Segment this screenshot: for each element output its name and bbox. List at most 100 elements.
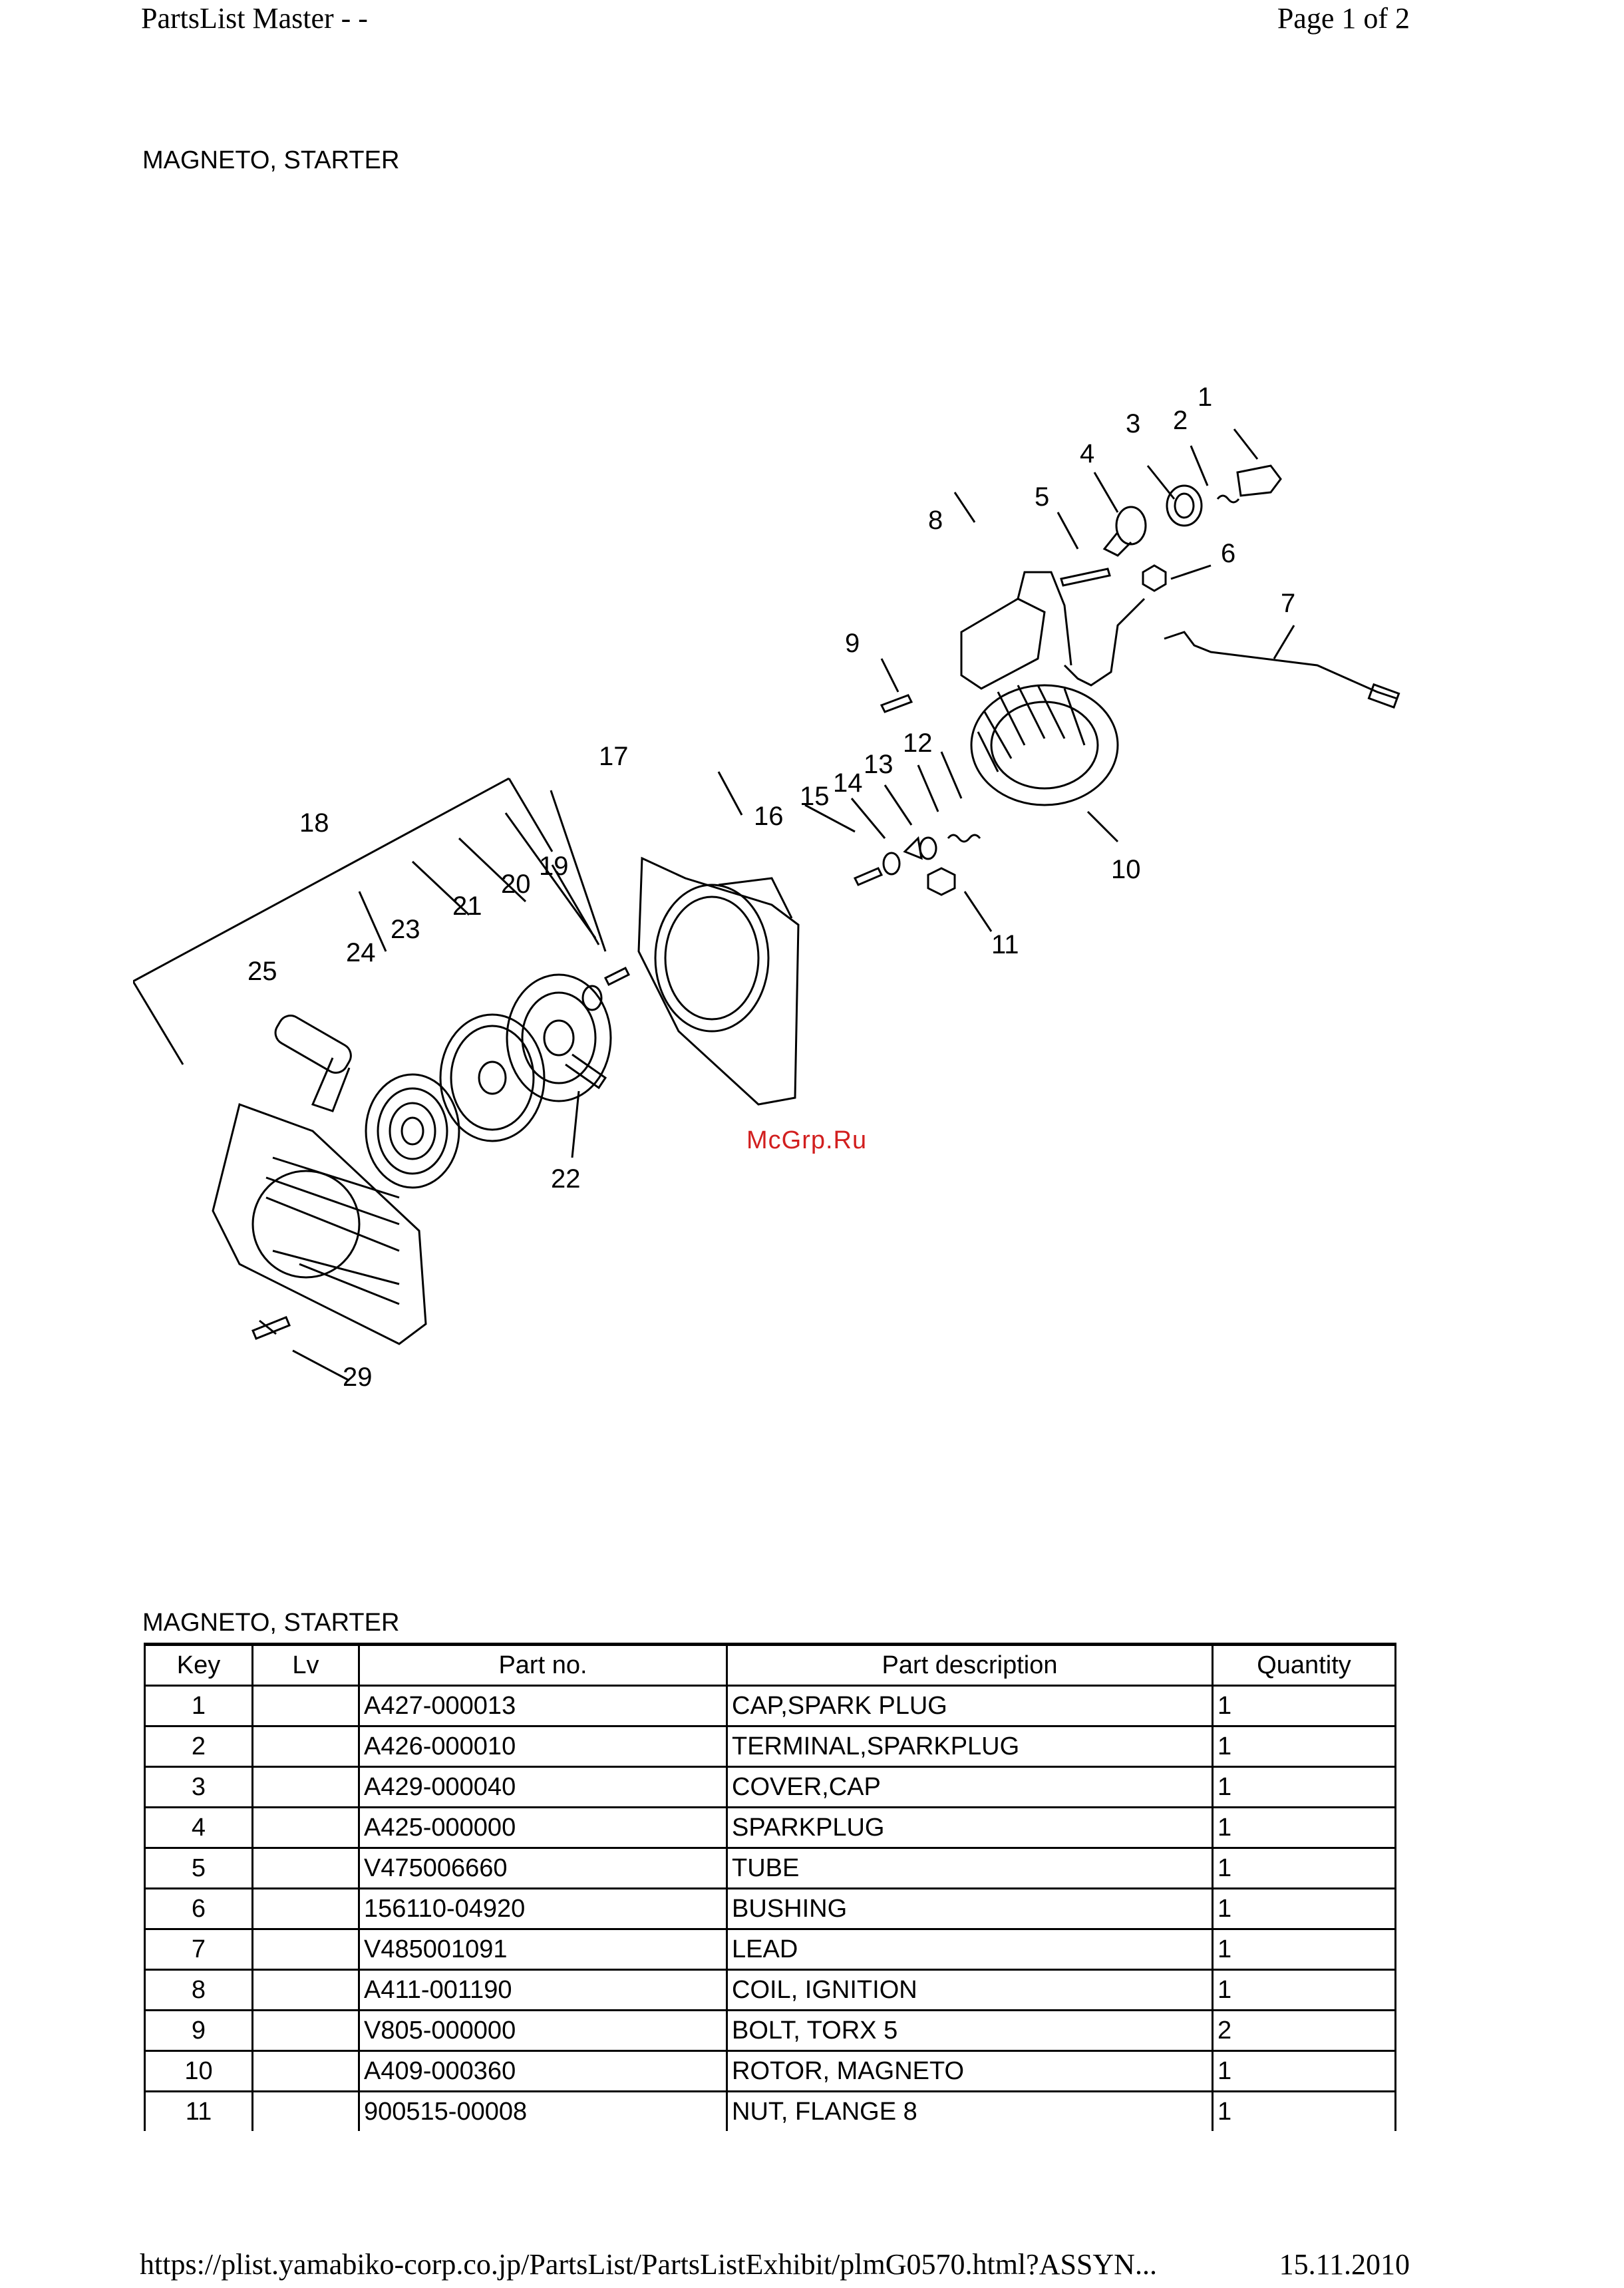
callout-8: 8 xyxy=(928,506,943,535)
ignition-coil-part xyxy=(960,571,1146,690)
table-title: MAGNETO, STARTER xyxy=(142,1609,400,1637)
cell-quantity: 1 xyxy=(1212,1928,1396,1971)
cell-description: COVER,CAP xyxy=(726,1766,1214,1808)
cell-lv xyxy=(251,2050,360,2092)
callout-25: 25 xyxy=(247,957,277,986)
cell-description: BOLT, TORX 5 xyxy=(726,2009,1214,2052)
cell-quantity: 1 xyxy=(1212,2050,1396,2092)
column-header-quantity: Quantity xyxy=(1212,1643,1396,1687)
cell-part-no: V485001091 xyxy=(358,1928,728,1971)
flywheel-part xyxy=(970,684,1119,806)
pulley-part xyxy=(506,973,612,1102)
starter-handle-part xyxy=(274,1015,352,1112)
table-header-row: Key Lv Part no. Part description Quantit… xyxy=(144,1643,1396,1687)
pawl-part xyxy=(903,836,923,860)
cell-quantity: 1 xyxy=(1212,1725,1396,1768)
cell-part-no: A426-000010 xyxy=(358,1725,728,1768)
cell-quantity: 1 xyxy=(1212,1806,1396,1849)
cell-lv xyxy=(251,1806,360,1849)
callout-12: 12 xyxy=(903,729,933,758)
callout-4: 4 xyxy=(1080,439,1094,468)
cell-description: BUSHING xyxy=(726,1887,1214,1930)
cell-quantity: 2 xyxy=(1212,2009,1396,2052)
callout-17: 17 xyxy=(599,742,629,771)
cell-part-no: A427-000013 xyxy=(358,1685,728,1727)
callout-3: 3 xyxy=(1126,409,1140,438)
column-header-key: Key xyxy=(144,1643,253,1687)
callout-13: 13 xyxy=(864,750,893,779)
callout-1: 1 xyxy=(1198,383,1212,412)
page-number: Page 1 of 2 xyxy=(1277,2,1410,35)
callout-29: 29 xyxy=(343,1363,373,1392)
cell-key: 3 xyxy=(144,1766,253,1808)
callout-22: 22 xyxy=(551,1164,581,1194)
cell-part-no: 156110-04920 xyxy=(358,1887,728,1930)
cell-quantity: 1 xyxy=(1212,1887,1396,1930)
recoil-spring-part xyxy=(365,1073,460,1189)
cell-quantity: 1 xyxy=(1212,1969,1396,2011)
assembly-bracket xyxy=(133,777,554,1065)
cover-cap-part xyxy=(1166,484,1203,527)
cell-part-no: A409-000360 xyxy=(358,2050,728,2092)
cell-key: 9 xyxy=(144,2009,253,2052)
cell-lv xyxy=(251,1685,360,1727)
callout-24: 24 xyxy=(346,938,376,967)
cell-lv xyxy=(251,1928,360,1971)
bushing-part xyxy=(1142,564,1167,592)
cell-quantity: 1 xyxy=(1212,1685,1396,1727)
bolt-16-part xyxy=(853,867,884,886)
cell-key: 6 xyxy=(144,1887,253,1930)
callout-19: 19 xyxy=(539,852,569,881)
bolt-9-part xyxy=(880,694,913,713)
callout-10: 10 xyxy=(1111,855,1141,884)
cell-quantity: 1 xyxy=(1212,1847,1396,1889)
screw-29-part xyxy=(251,1316,291,1340)
fan-housing-part xyxy=(637,856,800,1106)
callout-20: 20 xyxy=(501,870,531,899)
column-header-part-no: Part no. xyxy=(358,1643,728,1687)
callout-21: 21 xyxy=(452,892,482,921)
cell-quantity: 1 xyxy=(1212,2090,1396,2131)
cell-key: 10 xyxy=(144,2050,253,2092)
cell-description: SPARKPLUG xyxy=(726,1806,1214,1849)
callout-2: 2 xyxy=(1173,406,1188,435)
cell-key: 8 xyxy=(144,1969,253,2011)
spring-case-part xyxy=(439,1013,546,1142)
cell-part-no: A425-000000 xyxy=(358,1806,728,1849)
cell-quantity: 1 xyxy=(1212,1766,1396,1808)
callout-16: 16 xyxy=(754,802,784,831)
footer-url: https://plist.yamabiko-corp.co.jp/PartsL… xyxy=(140,2248,1157,2281)
exploded-parts-diagram: 1 2 3 4 5 6 7 8 9 10 11 12 13 14 15 16 1… xyxy=(133,383,1400,1392)
callout-14: 14 xyxy=(833,768,863,798)
cell-key: 4 xyxy=(144,1806,253,1849)
cell-key: 11 xyxy=(144,2090,253,2131)
spring-part xyxy=(947,834,981,843)
cell-part-no: V475006660 xyxy=(358,1847,728,1889)
cell-description: COIL, IGNITION xyxy=(726,1969,1214,2011)
flange-nut-part xyxy=(927,867,956,896)
terminal-part xyxy=(1216,494,1240,504)
cell-description: CAP,SPARK PLUG xyxy=(726,1685,1214,1727)
callout-9: 9 xyxy=(845,629,860,658)
sparkplug-part xyxy=(1102,506,1147,557)
cell-lv xyxy=(251,2009,360,2052)
cell-lv xyxy=(251,2090,360,2131)
spark-plug-cap-part xyxy=(1236,464,1282,497)
cell-description: LEAD xyxy=(726,1928,1214,1971)
callout-18: 18 xyxy=(299,808,329,838)
callout-6: 6 xyxy=(1221,539,1235,568)
cell-description: NUT, FLANGE 8 xyxy=(726,2090,1214,2131)
cell-lv xyxy=(251,1847,360,1889)
cell-key: 1 xyxy=(144,1685,253,1727)
header-title: PartsList Master - - xyxy=(141,2,368,35)
cell-description: TERMINAL,SPARKPLUG xyxy=(726,1725,1214,1768)
cell-key: 7 xyxy=(144,1928,253,1971)
